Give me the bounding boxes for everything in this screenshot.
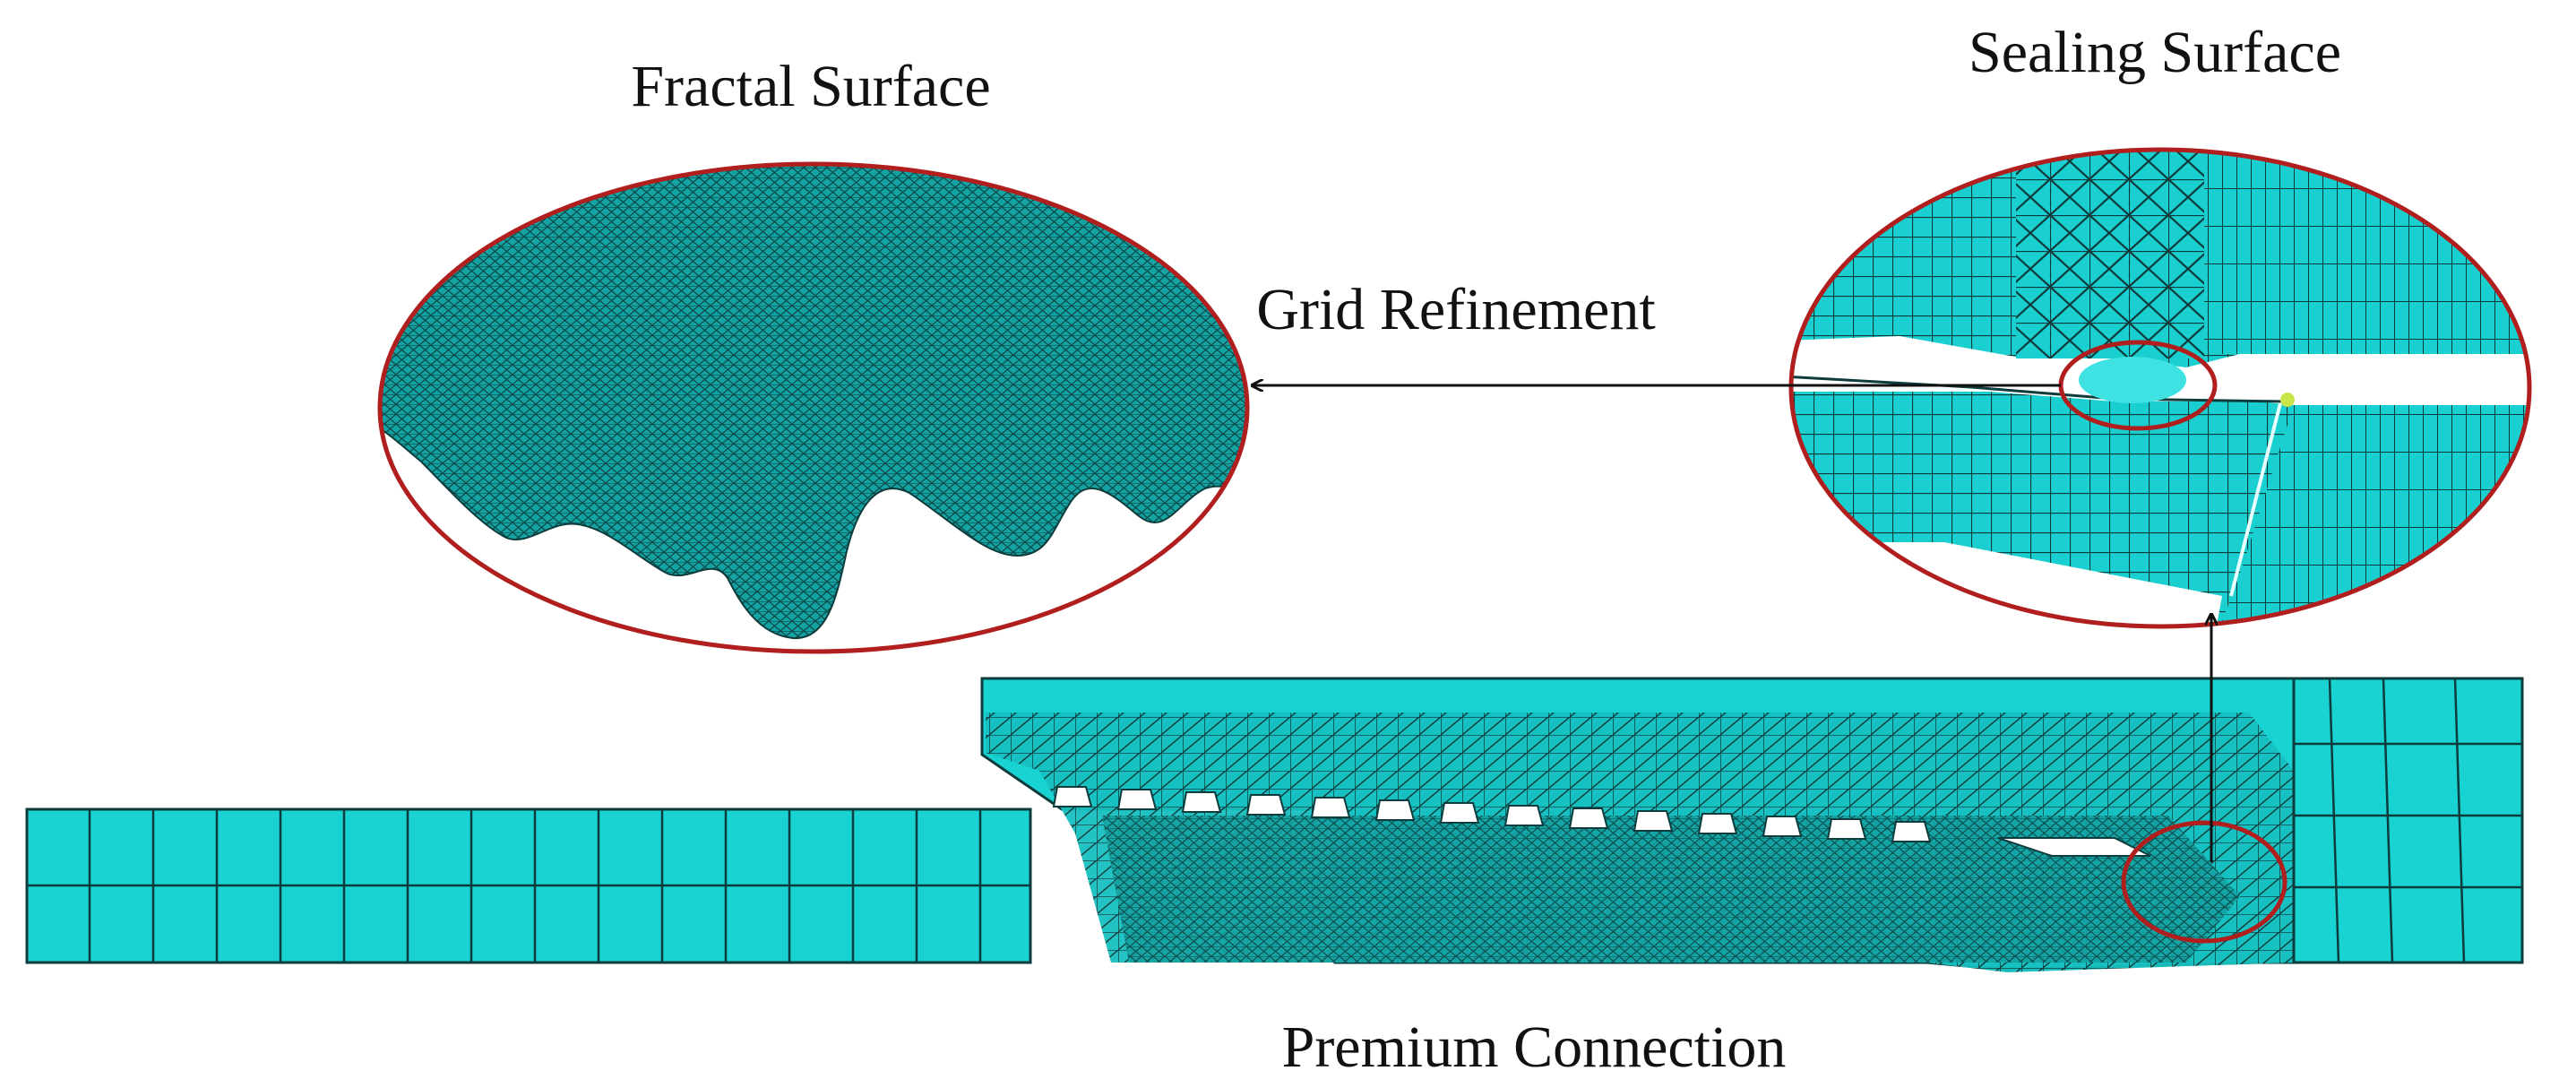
fractal-mesh bbox=[380, 164, 1247, 640]
thread-gap bbox=[1633, 810, 1674, 832]
mesh-line bbox=[2382, 678, 2394, 963]
fractal-surface-label: Fractal Surface bbox=[631, 54, 990, 119]
pipe-grid-lines bbox=[27, 809, 1030, 963]
seal-refined-spot bbox=[2079, 357, 2186, 403]
fractal-surface-inset: Fractal Surface bbox=[377, 54, 1250, 654]
seal-vertical-zone bbox=[2204, 150, 2529, 354]
sealing-surface-label: Sealing Surface bbox=[1969, 20, 2341, 85]
thread-gap bbox=[1762, 816, 1803, 837]
mesh-line bbox=[2453, 678, 2466, 963]
box-right-coarse bbox=[2292, 677, 2524, 964]
thread-gap bbox=[1891, 821, 1932, 842]
premium-connection-label: Premium Connection bbox=[1282, 1015, 1787, 1080]
premium-connection-model bbox=[25, 677, 2524, 972]
thread-gap bbox=[1116, 789, 1158, 810]
fractal-highlight-ellipse bbox=[377, 161, 1250, 654]
seal-contact-point bbox=[2280, 393, 2295, 407]
thread-gap bbox=[1052, 786, 1093, 807]
sealing-highlight-ellipse bbox=[1788, 147, 2532, 629]
mesh-line bbox=[2328, 678, 2340, 963]
thread-gap bbox=[1503, 805, 1545, 826]
seal-gap bbox=[1997, 837, 2151, 857]
sealing-surface-inset: Sealing Surface bbox=[1788, 20, 2532, 629]
thread-gap bbox=[1439, 802, 1480, 824]
box-grid-lines bbox=[2294, 678, 2522, 963]
thread-dense-mesh bbox=[1102, 816, 2240, 963]
thread-gap bbox=[1374, 799, 1416, 821]
thread-gap bbox=[1310, 797, 1351, 818]
thread-gap bbox=[1568, 807, 1609, 829]
seal-triangle-zone bbox=[2016, 150, 2204, 358]
grid-refinement-label: Grid Refinement bbox=[1256, 277, 1655, 342]
thread-gap bbox=[1697, 813, 1738, 834]
thread-gap bbox=[1181, 791, 1222, 813]
thread-gap bbox=[1245, 794, 1287, 816]
thread-gaps bbox=[1052, 786, 1932, 842]
thread-gap bbox=[1826, 818, 1867, 840]
connection-highlight-ellipse bbox=[2121, 820, 2287, 944]
